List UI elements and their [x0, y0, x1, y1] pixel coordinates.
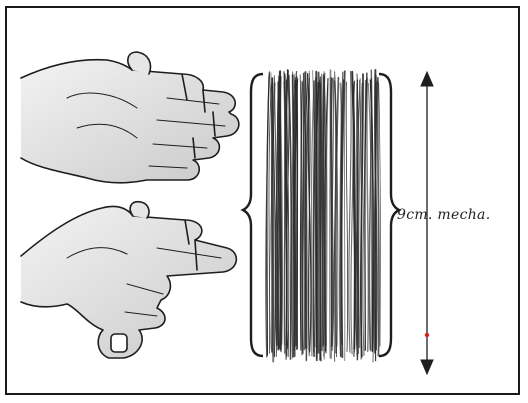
hair-strand: [318, 73, 319, 353]
illustration-frame: 9cm. mecha.: [5, 6, 520, 395]
right-bracket: [379, 74, 399, 356]
measurement-arrow: [421, 72, 433, 374]
hair-strand: [346, 82, 348, 351]
hair-strand: [284, 82, 285, 353]
hair-strand: [344, 80, 345, 360]
two-finger-hand-illustration: [21, 202, 236, 358]
hair-lock-illustration: [266, 70, 380, 362]
hair-strand: [378, 78, 379, 356]
illustration-canvas: [7, 8, 520, 395]
measurement-label: 9cm. mecha.: [397, 207, 490, 223]
left-bracket: [243, 74, 263, 356]
red-marker-dot: [425, 333, 429, 337]
open-hand-illustration: [21, 52, 239, 183]
hair-strand: [367, 78, 369, 351]
